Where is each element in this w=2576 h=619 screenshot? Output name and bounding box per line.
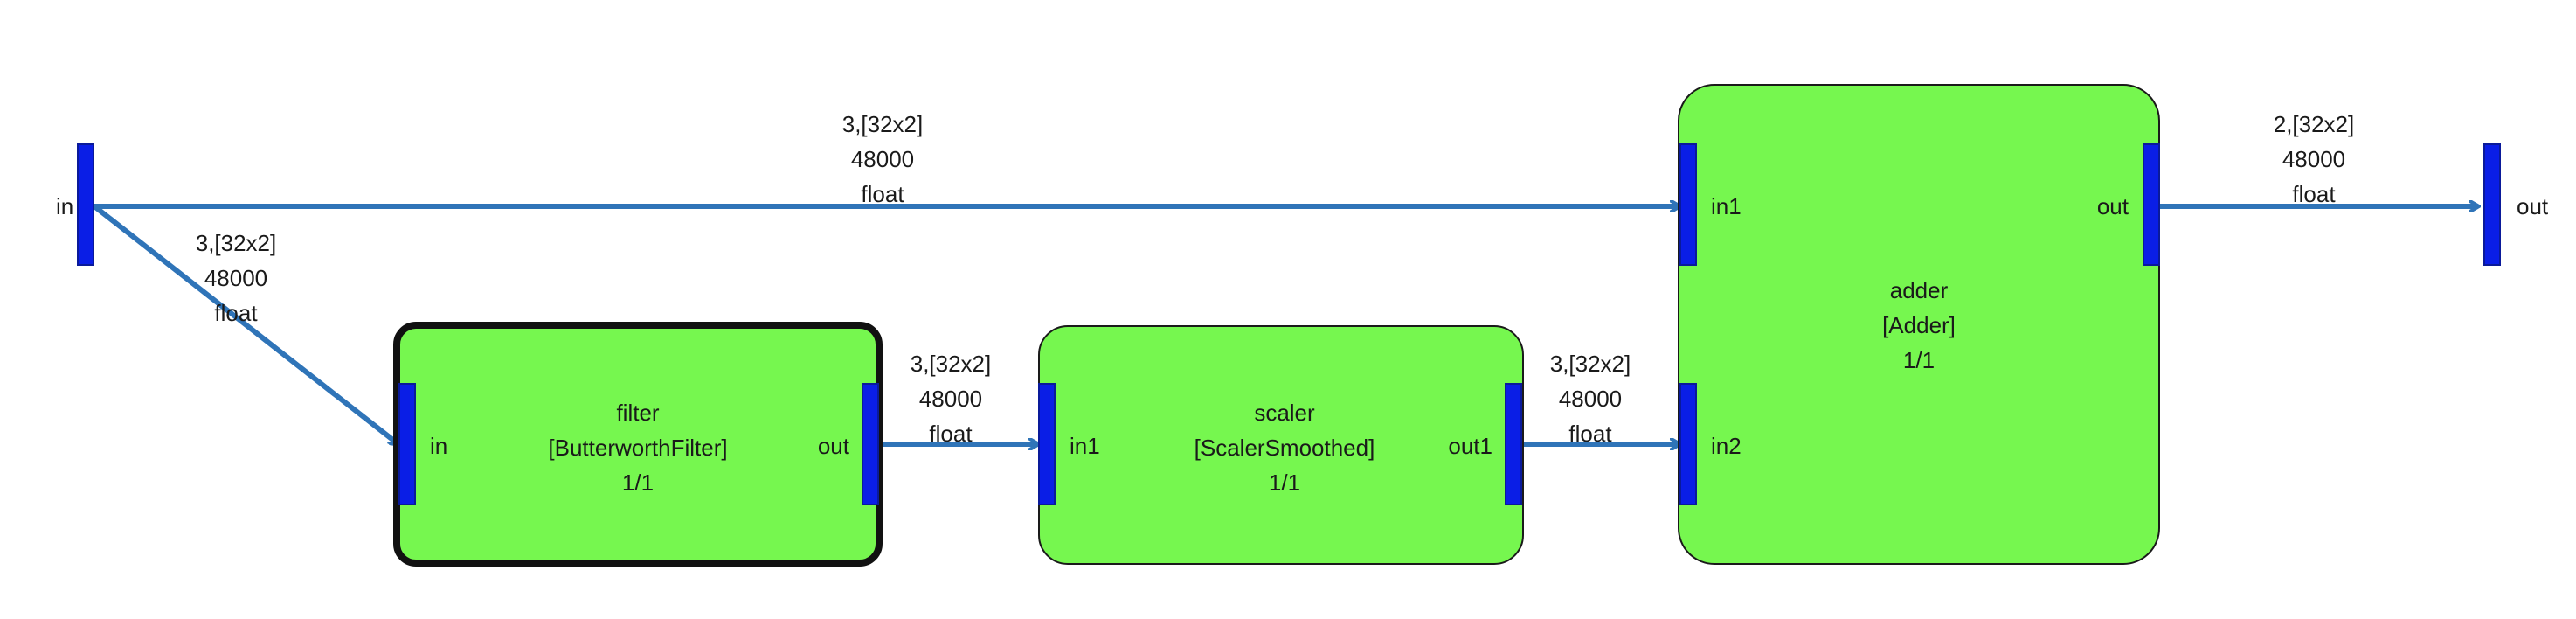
edge-rate: 48000	[204, 265, 268, 291]
block-name: adder	[1889, 277, 1949, 303]
edge-shape: 3,[32x2]	[841, 111, 924, 137]
source-port[interactable]	[77, 143, 94, 266]
source-label: in	[56, 193, 74, 219]
filter-input-label: in	[430, 433, 448, 459]
adder-input-port-2[interactable]	[1679, 383, 1697, 505]
edge-label-in-to-filter: 3,[32x2] 48000 float	[149, 226, 323, 330]
scaler-title: scaler [ScalerSmoothed] 1/1	[1136, 395, 1433, 500]
adder-title: adder [Adder] 1/1	[1805, 273, 2032, 378]
edge-label-filter-to-scaler: 3,[32x2] 48000 float	[863, 346, 1038, 451]
edge-shape: 3,[32x2]	[1549, 351, 1631, 377]
block-name: scaler	[1254, 400, 1315, 426]
edge-label-adder-to-out: 2,[32x2] 48000 float	[2226, 107, 2401, 212]
edge-dtype: float	[2292, 181, 2336, 207]
block-type: [ScalerSmoothed]	[1194, 435, 1375, 461]
filter-output-label: out	[817, 433, 849, 459]
adder-block[interactable]	[1678, 84, 2160, 565]
edge-rate: 48000	[850, 146, 915, 172]
filter-block[interactable]	[393, 322, 883, 567]
adder-output-label: out	[2096, 193, 2129, 219]
block-ratio: 1/1	[1268, 469, 1301, 496]
scaler-input-port[interactable]	[1038, 383, 1056, 505]
edge-dtype: float	[861, 181, 904, 207]
sink-port[interactable]	[2483, 143, 2501, 266]
edge-dtype: float	[1568, 421, 1612, 447]
block-type: [Adder]	[1882, 312, 1956, 338]
filter-title: filter [ButterworthFilter] 1/1	[489, 395, 786, 500]
edge-rate: 48000	[2282, 146, 2346, 172]
block-ratio: 1/1	[1902, 347, 1935, 373]
edge-shape: 3,[32x2]	[195, 230, 277, 256]
scaler-input-label: in1	[1070, 433, 1100, 459]
adder-input-port-1[interactable]	[1679, 143, 1697, 266]
edge-in-to-filter[interactable]	[93, 204, 398, 444]
filter-output-port[interactable]	[862, 383, 879, 505]
edge-rate: 48000	[918, 386, 983, 412]
adder-output-port[interactable]	[2143, 143, 2160, 266]
adder-input-label-2: in2	[1711, 433, 1742, 459]
edge-label-scaler-to-adder: 3,[32x2] 48000 float	[1503, 346, 1678, 451]
edge-shape: 2,[32x2]	[2273, 111, 2355, 137]
block-ratio: 1/1	[621, 469, 654, 496]
edge-dtype: float	[214, 300, 258, 326]
filter-input-port[interactable]	[398, 383, 416, 505]
edge-rate: 48000	[1558, 386, 1623, 412]
edge-label-in-to-adder: 3,[32x2] 48000 float	[795, 107, 970, 212]
block-name: filter	[616, 400, 660, 426]
sink-label: out	[2517, 193, 2549, 219]
block-type: [ButterworthFilter]	[548, 435, 728, 461]
adder-input-label-1: in1	[1711, 193, 1742, 219]
edge-dtype: float	[929, 421, 973, 447]
scaler-output-port[interactable]	[1505, 383, 1522, 505]
scaler-output-label: out1	[1448, 433, 1492, 459]
edge-shape: 3,[32x2]	[910, 351, 992, 377]
